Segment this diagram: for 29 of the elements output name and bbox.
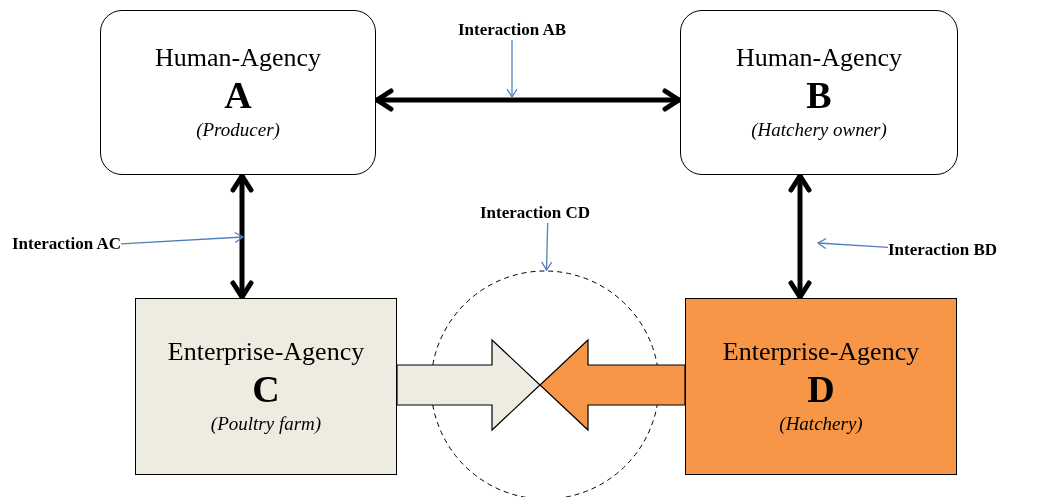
agency-role: (Poultry farm) <box>210 411 322 436</box>
interaction-label: Interaction CD <box>480 203 590 223</box>
agency-letter: D <box>807 366 835 411</box>
agency-title: Human-Agency <box>735 42 903 73</box>
interaction-label: Interaction AC <box>12 234 122 254</box>
double-arrow <box>788 173 812 300</box>
interaction-label: Interaction AB <box>458 20 567 40</box>
agency-role: (Hatchery owner) <box>751 117 887 142</box>
agency-letter: C <box>252 366 280 411</box>
agency-title: Enterprise-Agency <box>722 336 920 367</box>
double-arrow <box>374 88 682 112</box>
leader-arrow <box>506 39 518 98</box>
block-arrow <box>396 338 541 432</box>
enterprise-box <box>685 298 957 475</box>
agency-role: (Producer) <box>196 117 280 142</box>
agency-title: Enterprise-Agency <box>167 336 365 367</box>
agency-letter: A <box>224 72 252 117</box>
interaction-label: Interaction BD <box>888 240 998 260</box>
leader-arrow <box>120 231 244 245</box>
double-arrow <box>230 173 254 300</box>
agency-role: (Hatchery) <box>779 411 863 436</box>
block-arrow <box>539 338 686 432</box>
enterprise-box <box>135 298 397 475</box>
agency-title: Human-Agency <box>154 42 322 73</box>
agency-box <box>680 10 958 175</box>
agency-box <box>100 10 376 175</box>
leader-arrow <box>541 222 553 271</box>
agency-letter: B <box>806 72 832 117</box>
leader-arrow <box>817 237 889 250</box>
